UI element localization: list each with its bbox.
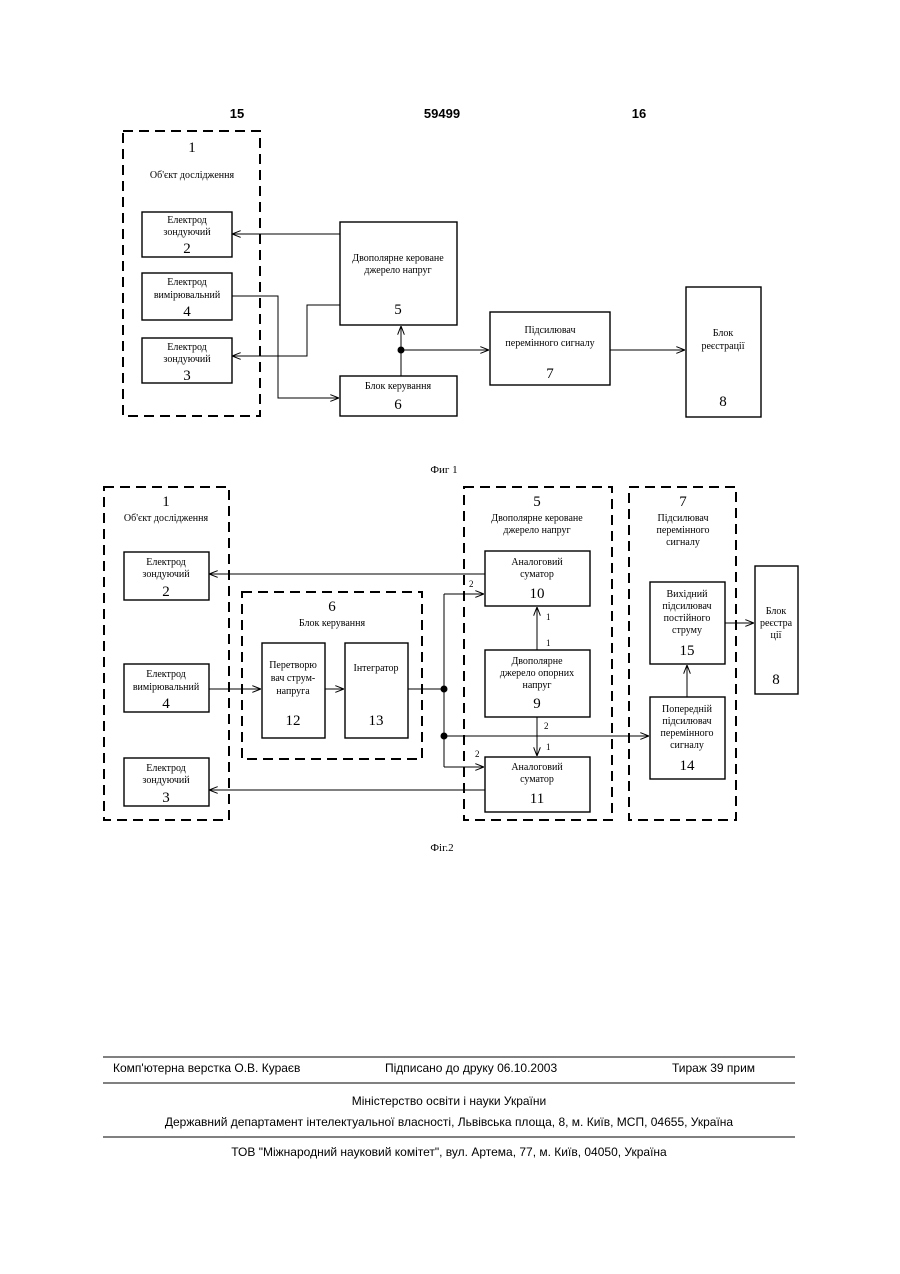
fig1-wire-5-to-3 (233, 305, 340, 356)
fig2-pre-14-line2: підсилювач (662, 716, 711, 727)
fig1-electrode-3-line2: зондуючий (163, 354, 211, 365)
fig2-electrode-3-line1: Електрод (146, 763, 186, 774)
fig2-reg-8-number: 8 (772, 672, 780, 688)
fig2-control-number: 6 (328, 599, 336, 615)
fig2-junction-bottom (441, 733, 447, 739)
left-page-number: 15 (230, 106, 244, 121)
fig1-electrode-2-line2: зондуючий (163, 227, 211, 238)
fig2-sum-10-line1: Аналоговий (511, 557, 563, 568)
fig2-pre-14-line3: перемінного (661, 728, 714, 739)
fig2-electrode-2-line2: зондуючий (142, 569, 190, 580)
footer-department: Державний департамент інтелектуальної вл… (165, 1115, 734, 1129)
fig2-port-bus-10: 2 (469, 579, 474, 589)
fig2-source-number: 5 (533, 494, 541, 510)
fig2-electrode-3-line2: зондуючий (142, 775, 190, 786)
fig1-reg-8-number: 8 (719, 394, 727, 410)
fig2-port-9-10-b: 1 (546, 638, 551, 648)
fig2-reg-8-line3: ції (771, 630, 782, 641)
fig2-amp-line2: перемінного (657, 525, 710, 536)
fig1-electrode-2-line1: Електрод (167, 215, 207, 226)
fig2-ref-9-line2: джерело опорних (500, 668, 574, 679)
fig2-port-9-11-a: 2 (544, 721, 549, 731)
fig1-source-5-number: 5 (394, 302, 402, 318)
fig2-conv-12-line3: напруга (276, 686, 310, 697)
fig2-sum-11-number: 11 (530, 791, 544, 807)
fig2-port-9-10-a: 1 (546, 612, 551, 622)
fig1-source-5-line1: Двополярне кероване (352, 253, 444, 264)
fig2-conv-12-number: 12 (286, 713, 301, 729)
fig2-ref-9-number: 9 (533, 696, 541, 712)
figure-2-labels: 1 Об'єкт дослідження Електрод зондуючий … (124, 494, 793, 854)
fig1-electrode-2-number: 2 (183, 241, 191, 257)
footer-signed: Підписано до друку 06.10.2003 (385, 1061, 557, 1075)
fig1-amp-7-line2: перемінного сигналу (505, 338, 594, 349)
fig1-object-number: 1 (188, 140, 196, 156)
fig2-integ-13-label: Інтегратор (353, 663, 398, 674)
fig1-amp-7-number: 7 (546, 366, 554, 382)
fig2-conv-12-line1: Перетворю (269, 660, 317, 671)
figure-1-labels: 1 Об'єкт дослідження Електрод зондуючий … (150, 140, 745, 476)
fig2-conv-12-line2: вач струм- (271, 673, 315, 684)
fig2-amp-number: 7 (679, 494, 687, 510)
fig1-reg-8-line2: реєстрації (701, 341, 744, 352)
fig2-ref-9-line3: напруг (523, 680, 552, 691)
fig1-object-title: Об'єкт дослідження (150, 170, 235, 181)
fig2-electrode-2-number: 2 (162, 584, 170, 600)
fig1-control-6-number: 6 (394, 397, 402, 413)
fig2-pre-14-number: 14 (680, 758, 696, 774)
fig2-electrode-4-line2: вимірювальний (133, 682, 200, 693)
fig1-junction (398, 347, 404, 353)
fig2-source-line1: Двополярне кероване (491, 513, 583, 524)
right-page-number: 16 (632, 106, 646, 121)
fig2-junction-top (441, 686, 447, 692)
footer-layout: Комп'ютерна верстка О.В. Кураєв (113, 1061, 300, 1075)
fig2-out-15-line2: підсилювач (662, 601, 711, 612)
fig1-wire-4-to-6 (232, 296, 338, 398)
fig2-sum-11-line2: суматор (520, 774, 554, 785)
fig1-electrode-4-line1: Електрод (167, 277, 207, 288)
fig2-caption: Фіг.2 (430, 842, 453, 854)
fig2-source-line2: джерело напруг (503, 525, 570, 536)
fig1-electrode-4-number: 4 (183, 304, 191, 320)
fig1-caption: Фиг 1 (430, 464, 457, 476)
fig1-electrode-3-line1: Електрод (167, 342, 207, 353)
fig2-electrode-4-number: 4 (162, 696, 170, 712)
patent-number: 59499 (424, 106, 460, 121)
fig1-control-6-label: Блок керування (365, 381, 432, 392)
fig1-electrode-4-line2: вимірювальний (154, 290, 221, 301)
fig2-integ-13-number: 13 (369, 713, 384, 729)
fig2-pre-14-line1: Попередній (662, 704, 713, 715)
fig2-object-title: Об'єкт дослідження (124, 513, 209, 524)
fig2-control-title: Блок керування (299, 618, 366, 629)
fig2-port-bus-11: 2 (475, 749, 480, 759)
fig2-electrode-3-number: 3 (162, 790, 170, 806)
fig2-port-9-11-b: 1 (546, 742, 551, 752)
fig1-amp-7-line1: Підсилювач (525, 325, 576, 336)
fig2-sum-10-line2: суматор (520, 569, 554, 580)
fig2-ref-9-line1: Двополярне (511, 656, 563, 667)
fig2-amp-line3: сигналу (666, 537, 700, 548)
fig2-amp-line1: Підсилювач (658, 513, 709, 524)
footer: Комп'ютерна верстка О.В. Кураєв Підписан… (103, 1057, 795, 1159)
fig2-object-number: 1 (162, 494, 170, 510)
fig2-pre-14-line4: сигналу (670, 740, 704, 751)
footer-publisher: ТОВ "Міжнародний науковий комітет", вул.… (231, 1145, 667, 1159)
fig2-out-15-number: 15 (680, 643, 695, 659)
fig2-out-15-line3: постійного (664, 613, 711, 624)
fig2-electrode-4-line1: Електрод (146, 669, 186, 680)
footer-ministry: Міністерство освіти і науки України (352, 1094, 546, 1108)
footer-circulation: Тираж 39 прим (672, 1061, 755, 1075)
fig2-reg-8-line1: Блок (766, 606, 787, 617)
fig1-reg-8-line1: Блок (713, 328, 734, 339)
fig2-sum-11-line1: Аналоговий (511, 762, 563, 773)
fig2-out-15-line1: Вихідний (667, 589, 709, 600)
fig2-out-15-line4: струму (672, 625, 702, 636)
fig1-electrode-3-number: 3 (183, 368, 191, 384)
fig2-electrode-2-line1: Електрод (146, 557, 186, 568)
fig2-sum-10-number: 10 (530, 586, 545, 602)
fig2-reg-8-line2: реєстра (760, 618, 793, 629)
fig1-source-5-line2: джерело напруг (364, 265, 431, 276)
